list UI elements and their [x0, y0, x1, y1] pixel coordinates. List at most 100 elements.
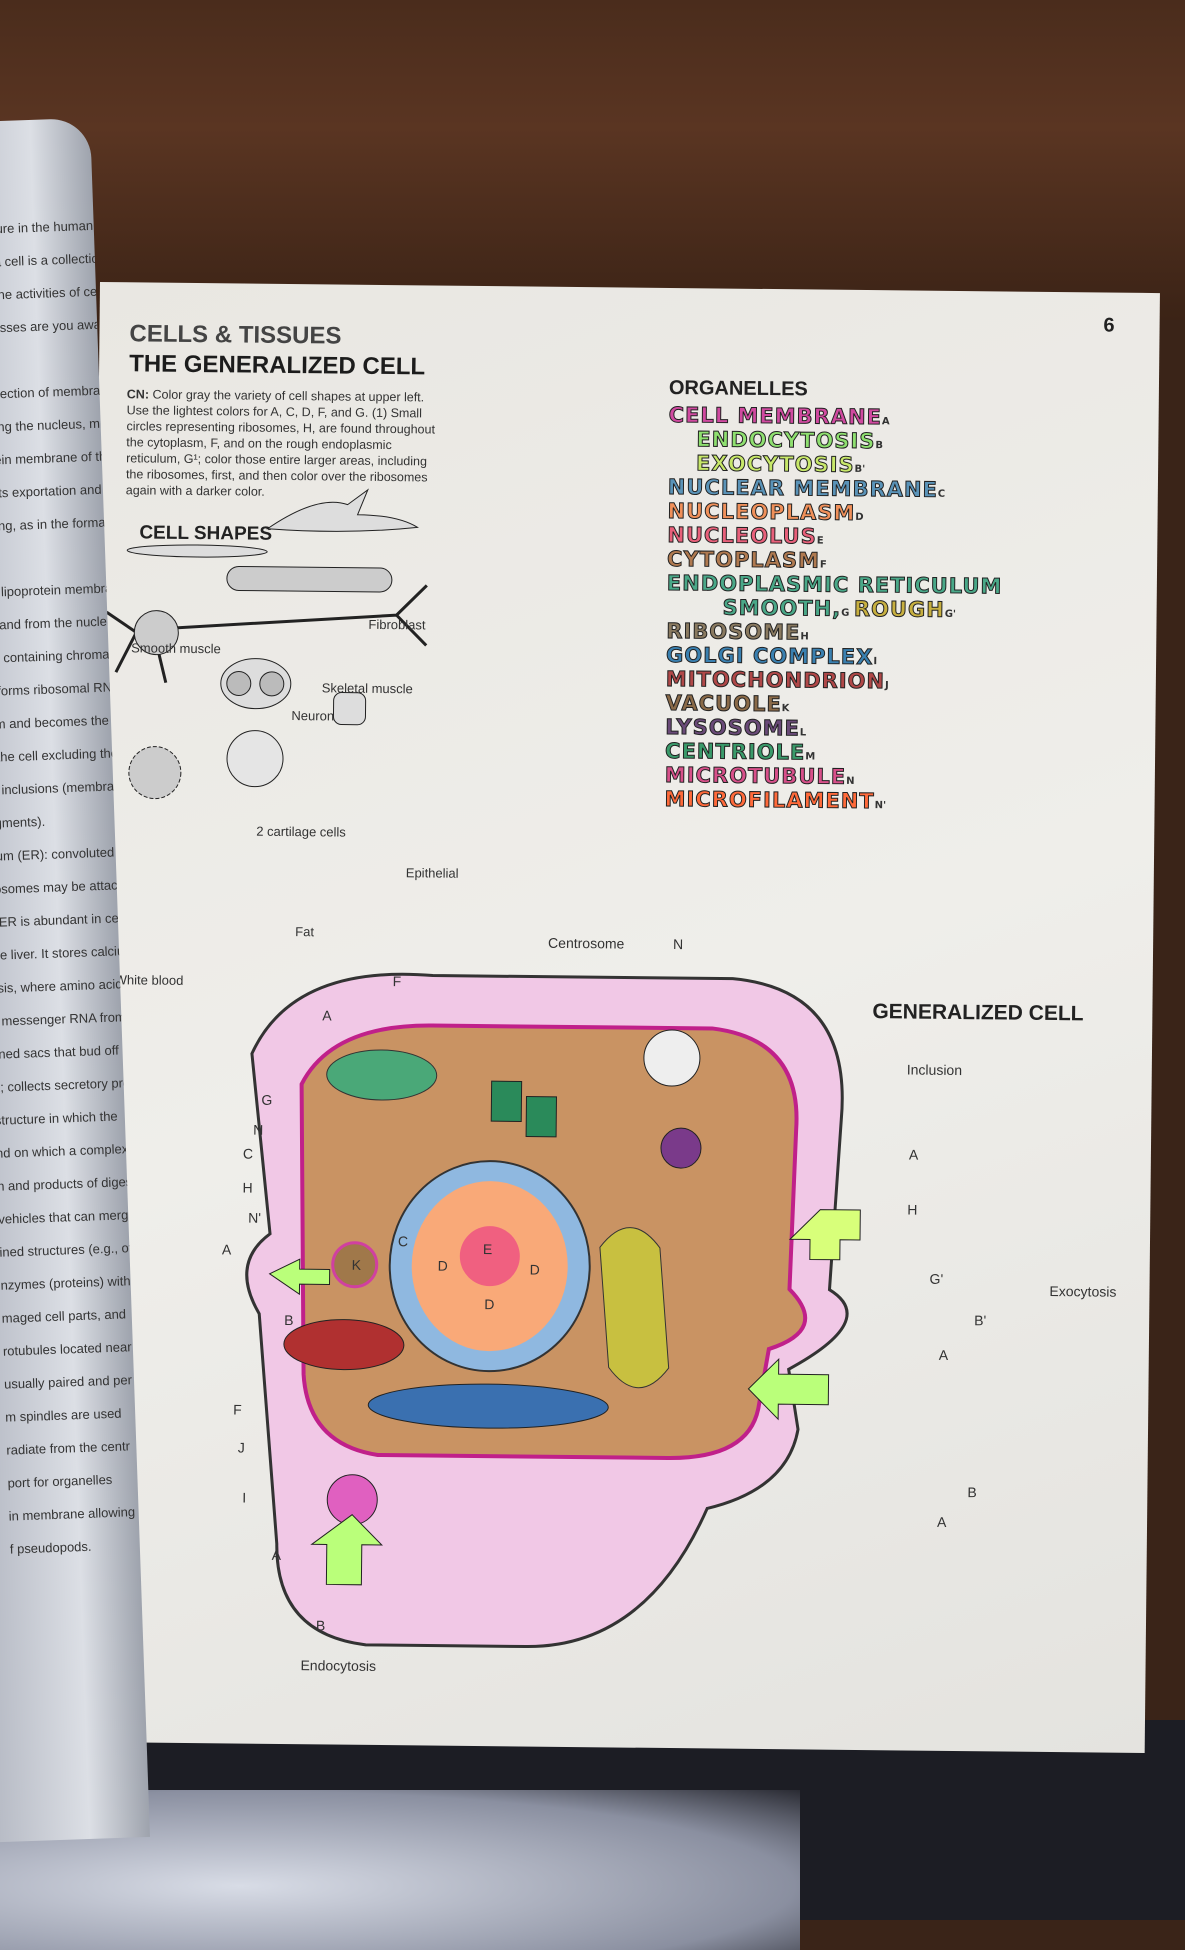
left-page-text: ined structures (e.g., of — [0, 1240, 133, 1260]
organelle-code: L — [800, 727, 806, 738]
left-page-text: vehicles that can merge — [0, 1207, 136, 1227]
diagram-letter: G' — [930, 1271, 944, 1287]
left-page-text: pigments). — [0, 814, 45, 831]
organelle-item: MICROTUBULEN — [665, 764, 855, 789]
left-page-text: cts. The activities of cells — [0, 283, 110, 303]
organelle-code: E — [817, 536, 824, 547]
organelle-item: LYSOSOMEL — [665, 716, 806, 740]
diagram-letter: I — [242, 1490, 246, 1506]
left-page-text: ermits exportation and — [0, 482, 102, 501]
organelle-name: LYSOSOME — [665, 715, 800, 740]
lysosome — [661, 1128, 701, 1168]
organelle-item: EXOCYTOSISB' — [696, 452, 865, 477]
centriole — [491, 1081, 521, 1121]
organelle-name: MICROTUBULE — [665, 763, 847, 789]
organelle-code: G' — [945, 609, 956, 620]
generalized-cell-diagram — [186, 943, 914, 1671]
organelle-item: NUCLEOLUSE — [667, 524, 824, 549]
organelle-name: MITOCHONDRION — [666, 667, 885, 693]
organelle-name: NUCLEAR MEMBRANE — [668, 475, 938, 502]
organelle-code: A — [882, 416, 890, 427]
organelle-name: NUCLEOLUS — [667, 523, 817, 549]
organelle-code: F — [820, 560, 827, 571]
organelle-code: B — [875, 440, 883, 451]
diagram-letter: F — [393, 973, 402, 989]
organelle-code: H — [800, 631, 808, 642]
label-endocytosis: Endocytosis — [300, 1657, 376, 1674]
organelle-item: ENDOCYTOSISB — [696, 428, 883, 453]
left-page-text: port for organelles — [7, 1472, 112, 1491]
diagram-letter: D — [530, 1262, 540, 1278]
wooden-table — [0, 0, 1185, 320]
left-page-text: nto and from the nucleus — [0, 613, 121, 633]
organelle-name: NUCLEOPLASM — [668, 499, 856, 525]
diagram-letter: J — [238, 1440, 245, 1456]
organelle-name: ENDOPLASMIC RETICULUM — [667, 571, 1003, 599]
diagram-letter: N' — [248, 1210, 261, 1226]
inclusion — [644, 1030, 701, 1087]
label-inclusion: Inclusion — [907, 1061, 962, 1078]
left-page-text: of the cell excluding the — [0, 745, 118, 765]
organelle-item: MICROFILAMENTN' — [664, 788, 886, 813]
diagram-letter: D — [438, 1258, 448, 1274]
diagram-letter: N — [253, 1122, 263, 1138]
organelle-item: GOLGI COMPLEXI — [666, 644, 877, 669]
organelles-title: ORGANELLES — [669, 376, 808, 401]
organelle-code: N — [846, 776, 854, 787]
diagram-letter: N — [673, 936, 683, 952]
label-neuron: Neuron — [291, 708, 334, 723]
book-page: 6 CELLS & TISSUES THE GENERALIZED CELL C… — [85, 282, 1160, 1753]
left-page-text: radiate from the centr — [6, 1438, 130, 1457]
organelle-name: ROUGH — [854, 597, 945, 622]
diagram-letter: E — [483, 1241, 493, 1257]
organelle-item: CENTRIOLEM — [665, 740, 815, 765]
organelle-name: CENTRIOLE — [665, 739, 805, 764]
page-number: 6 — [1103, 315, 1114, 338]
left-page-text: n and products of digest — [0, 1174, 136, 1194]
organelle-code: I — [873, 656, 877, 667]
epithelial-cell — [333, 692, 365, 724]
organelle-name: CYTOPLASM — [667, 547, 820, 573]
organelle-name: GOLGI COMPLEX — [666, 643, 874, 669]
left-page-text: y messenger RNA from — [0, 1009, 126, 1029]
organelle-name: RIBOSOME — [666, 619, 800, 644]
organelle-name: ENDOCYTOSIS — [696, 427, 875, 453]
diagram-letter: A — [222, 1241, 232, 1257]
left-page-text: structure in the human — [0, 218, 93, 238]
fat-cell — [227, 730, 284, 787]
left-page-text: nce containing chromatin — [0, 646, 123, 666]
left-page-text: ; it forms ribosomal RNA — [0, 679, 121, 699]
diagram-letter: A — [322, 1007, 332, 1023]
label-skeletal-muscle: Skeletal muscle — [322, 680, 413, 696]
organelle-item: VACUOLEK — [665, 692, 789, 716]
left-page-text: esis, where amino acids — [0, 976, 129, 996]
left-page-text: the liver. It stores calcium — [0, 943, 135, 963]
organelle-item: CYTOPLASMF — [667, 548, 827, 573]
left-page-text: rotubules located near — [3, 1339, 132, 1358]
left-page-text: in membrane allowing — [8, 1504, 135, 1523]
label-white-blood: White blood — [115, 972, 184, 988]
left-page-text: asm and becomes the — [0, 713, 109, 732]
diagram-letter: K — [352, 1257, 362, 1273]
left-page-text: ulum (ER): convoluted — [0, 845, 114, 864]
diagram-letter: A — [272, 1547, 282, 1563]
organelle-item: SMOOTH,G ROUGHG' — [722, 597, 956, 622]
skeletal-muscle-cell — [227, 566, 392, 592]
diagram-letter: H — [242, 1180, 252, 1196]
diagram-letter: B — [316, 1617, 326, 1633]
mitochondrion — [284, 1319, 405, 1370]
smooth-muscle-cell — [127, 544, 267, 557]
organelle-name: MICROFILAMENT — [664, 787, 874, 813]
left-page-text: usually paired and per — [4, 1372, 132, 1391]
label-cartilage: 2 cartilage cells — [256, 824, 346, 840]
organelle-item: RIBOSOMEH — [666, 620, 809, 644]
section-title: CELLS & TISSUES — [129, 320, 341, 350]
organelle-code: D — [855, 512, 863, 523]
fibroblast-cell — [267, 489, 417, 532]
organelle-name: EXOCYTOSIS — [696, 451, 855, 477]
organelle-code: M — [805, 751, 815, 762]
smooth-endoplasmic-reticulum — [326, 1049, 437, 1100]
diagram-letter: A — [939, 1347, 949, 1363]
left-page-text: m spindles are used — [5, 1406, 122, 1425]
left-page-text: structure in which the — [0, 1109, 118, 1128]
